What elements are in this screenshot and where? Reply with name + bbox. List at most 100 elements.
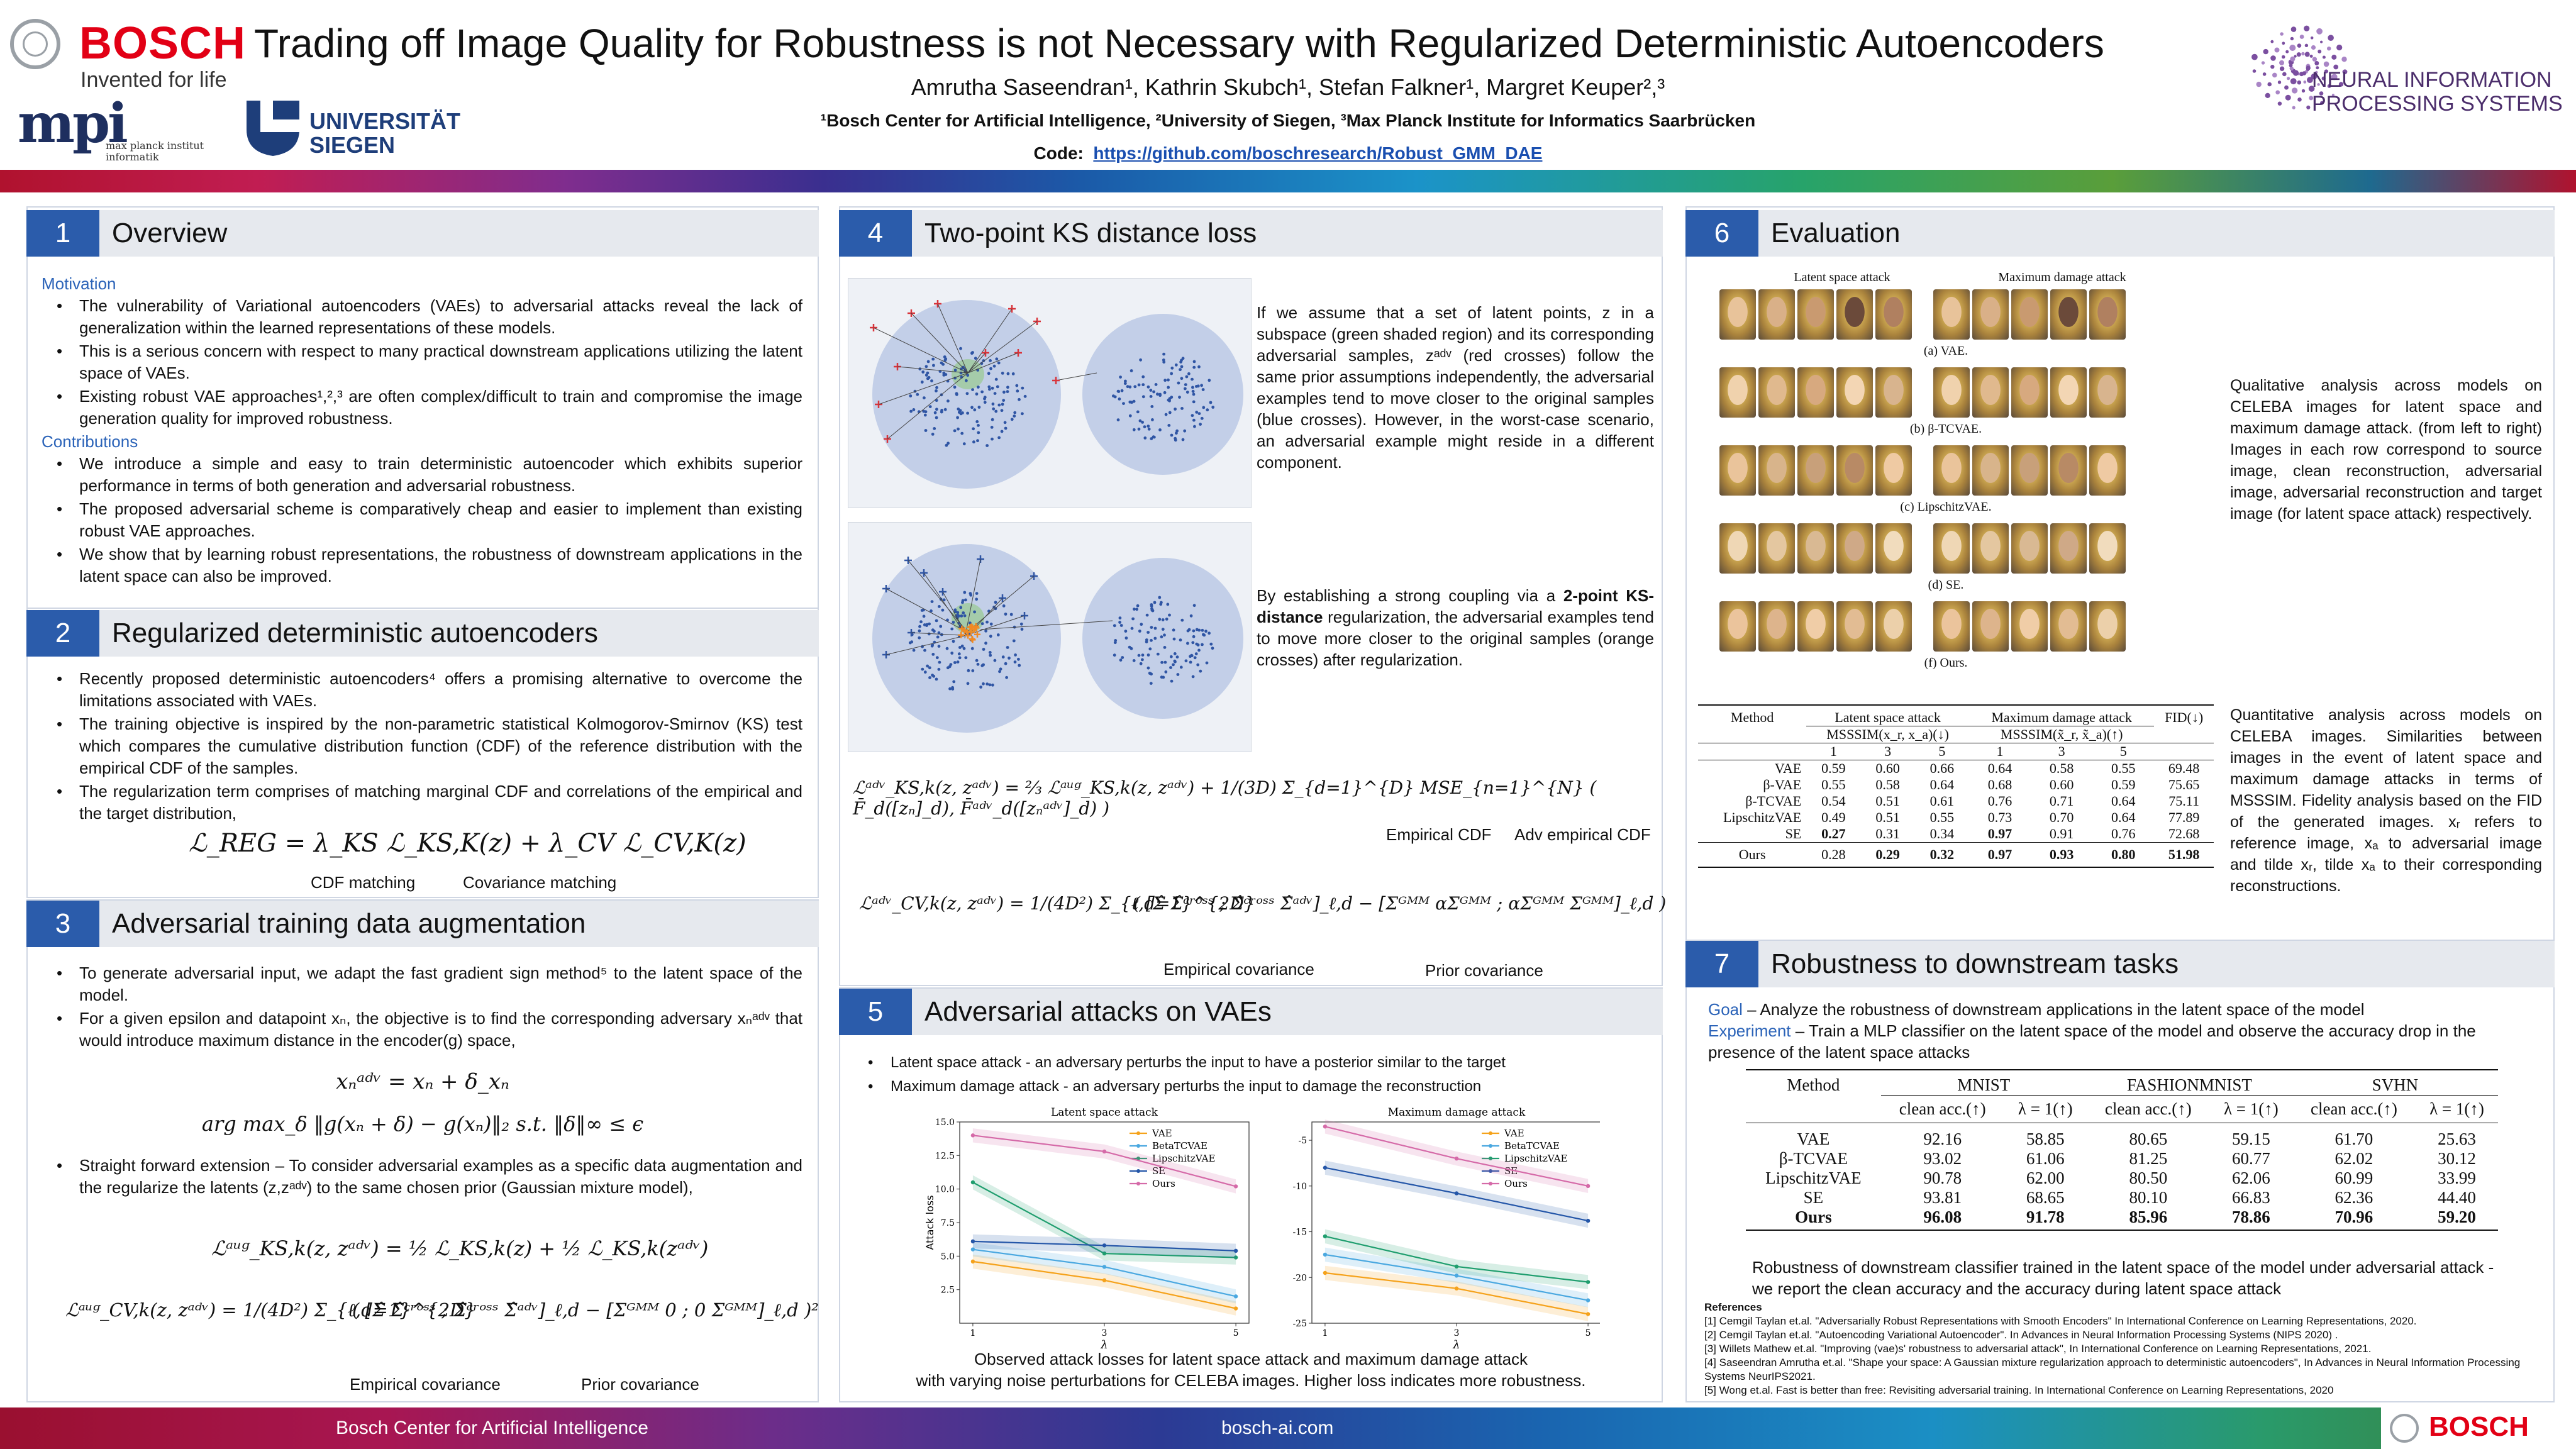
face-image [1933,523,1970,574]
latent-point [935,656,939,660]
latent-point [1196,384,1200,388]
latent-point [1001,402,1004,406]
latent-point [1141,395,1145,399]
y-tick-label: -25 [1292,1319,1307,1329]
link-line [967,352,986,374]
latent-point [997,436,1001,440]
latent-point [1011,372,1015,375]
code-link[interactable]: https://github.com/boschresearch/Robust_… [1093,143,1543,163]
face-image [1836,367,1873,418]
spiral-dot [2342,69,2348,75]
latent-point [935,389,938,392]
face-image [2089,445,2126,496]
latent-point [1180,407,1184,410]
section-title: Evaluation [1771,218,1901,248]
latent-point [972,427,975,431]
latent-point [1191,675,1195,679]
spiral-dot [2287,77,2290,80]
grid-header-latent: Latent space attack [1794,270,1890,284]
spiral-dot [2270,65,2275,69]
table-cell: 0.71 [2049,793,2074,809]
legend-marker [1489,1157,1492,1160]
footer-bosch-logo: BOSCH [2381,1407,2576,1449]
latent-point [1191,389,1195,393]
latent-point [983,401,987,404]
spiral-dot [2309,96,2314,101]
spiral-dot [2296,52,2301,57]
latent-point [994,601,997,604]
mpi-name-line1: max planck institut [106,140,204,152]
table-cell: 0.70 [2049,809,2074,825]
face-image [1758,367,1795,418]
data-point-LipschitzVAE [1585,1280,1591,1284]
face-image [2089,367,2126,418]
list-item: Existing robust VAE approaches¹,²,³ are … [42,386,802,430]
latent-point [916,392,919,396]
latent-point [959,347,962,350]
latent-point [931,433,935,436]
latent-point [1153,601,1157,604]
x-tick-label: 1 [1322,1328,1328,1338]
latent-point [1173,659,1177,663]
list-item: To generate adversarial input, we adapt … [42,962,802,1006]
footer-site[interactable]: bosch-ai.com [1221,1418,1334,1438]
list-item: The training objective is inspired by th… [42,713,802,779]
data-point-Ours [1323,1124,1328,1129]
link-line [923,572,965,634]
latent-point [943,408,947,411]
latent-point [920,380,924,384]
latent-point [1152,435,1156,439]
table-cell: 0.28 [1821,847,1846,862]
legend-marker [1489,1182,1492,1185]
table-cell: 0.32 [1929,847,1955,862]
face-image [1836,289,1873,340]
link-line [972,597,1003,631]
latent-point [1128,385,1132,389]
latent-point [1164,413,1168,416]
motivation-label: Motivation [42,274,116,293]
plot-area [959,1121,1250,1324]
list-item: The vulnerability of Variational autoenc… [42,295,802,339]
table-cell: 72.68 [2168,826,2200,841]
table-cell: 0.60 [2049,777,2074,792]
data-point-LipschitzVAE [970,1180,975,1185]
latent-point [1146,631,1150,634]
face-row: (a) VAE. [1719,289,2197,358]
latent-point [1139,662,1143,665]
legend-marker [1136,1157,1140,1160]
face-image [1972,601,2009,652]
spiral-dot [2338,82,2344,87]
latent-point [1170,396,1174,399]
latent-scatter-before-figure [870,300,1243,489]
latent-point [1201,628,1204,632]
neurips-text-2: PROCESSING SYSTEMS [2312,92,2563,116]
latent-point [964,656,968,660]
legend-marker [1136,1144,1140,1148]
latent-point [1209,401,1213,404]
empirical-covariance-label-2: Empirical covariance [1163,960,1314,979]
spiral-dot [2304,52,2310,57]
latent-point [980,362,984,365]
face-image [1719,523,1756,574]
link-line [897,366,969,374]
latent-point [1136,410,1140,414]
latent-point [1131,617,1135,621]
data-point-SE [1323,1165,1328,1170]
latent-point [1163,379,1167,382]
table-cell: 51.98 [2168,847,2200,862]
section-number: 1 [26,210,99,257]
face-image [1758,289,1795,340]
latent-point [1187,628,1191,631]
list-item: Maximum damage attack - an adversary per… [853,1075,1652,1098]
spiral-dot [2291,87,2298,94]
spiral-dot [2280,32,2284,36]
latent-point [962,647,966,650]
latent-point [961,411,964,414]
code-line: Code: https://github.com/boschresearch/R… [0,143,2576,164]
latent-point [1123,382,1127,386]
table-cell: 93.02 [1923,1149,1962,1168]
latent-point [1146,653,1150,657]
lambda-cell: 1 [1829,743,1837,759]
spiral-dot [2327,47,2331,51]
spiral-dot [2333,64,2339,70]
